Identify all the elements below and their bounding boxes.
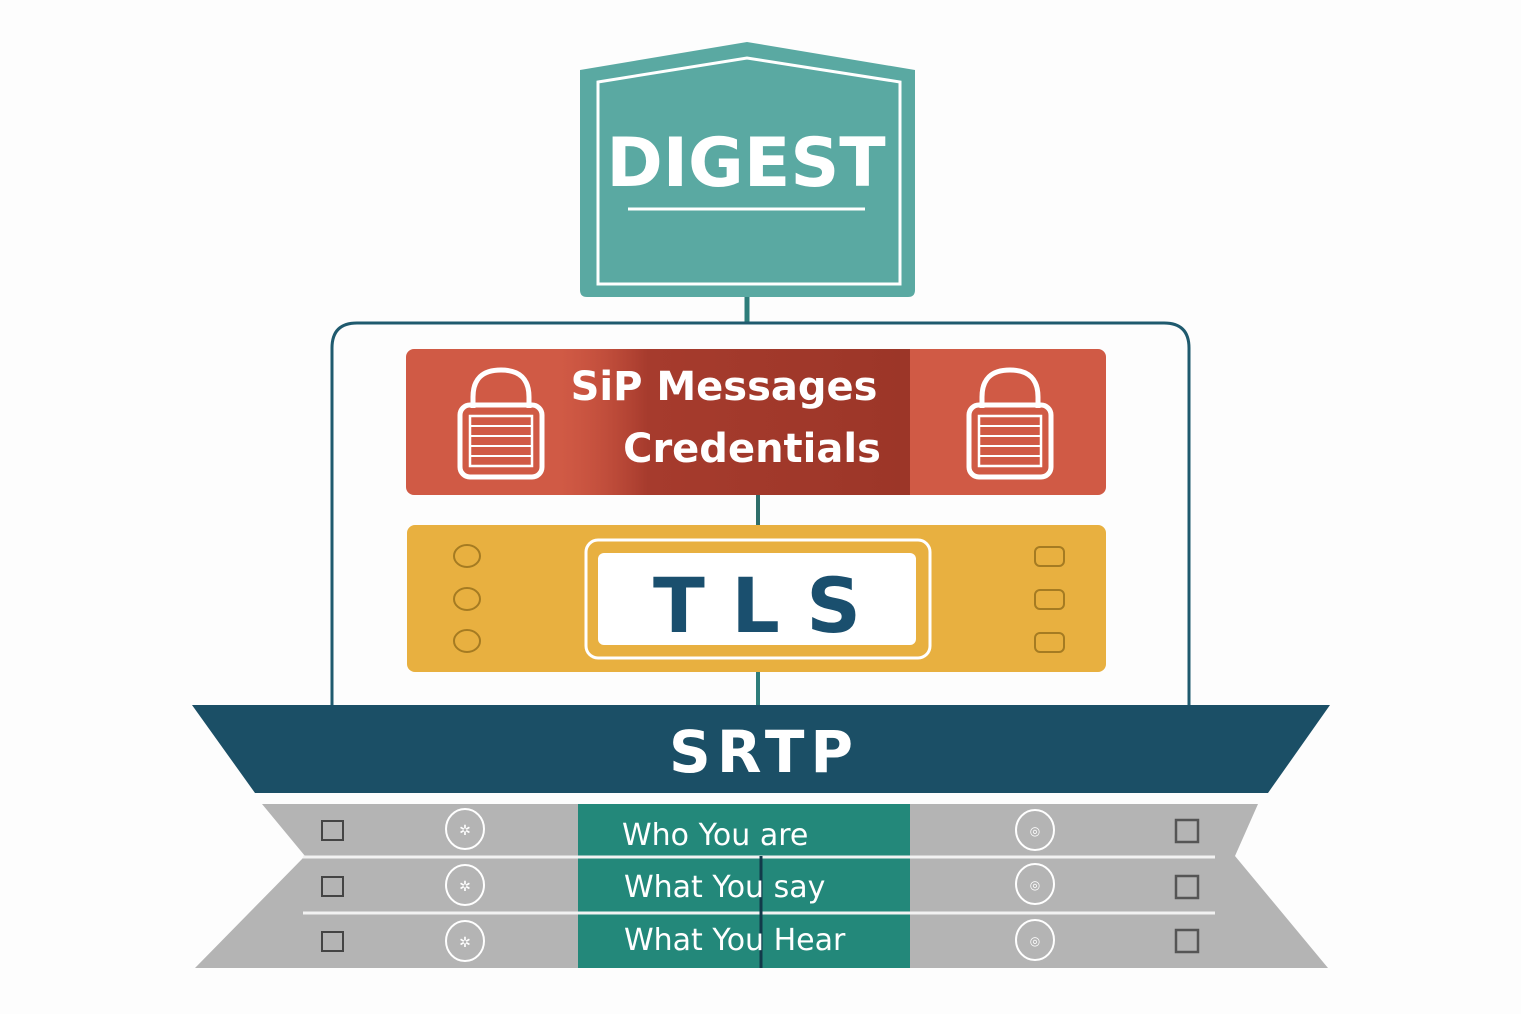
square-icon [1174, 818, 1200, 844]
row-who-you-are: ✲ Who You are ◎ [321, 808, 1200, 853]
sip-messages-bar: SiP Messages Credentials [406, 349, 1106, 495]
row-what-you-hear: ✲ What You Hear ◎ [321, 919, 1200, 962]
tls-bar: T L S [407, 525, 1106, 672]
circle-indicator-icons [453, 544, 481, 653]
square-icon [1174, 874, 1200, 900]
svg-text:◎: ◎ [1030, 878, 1040, 892]
badge-icon [445, 864, 485, 906]
square-icon [1174, 928, 1200, 954]
row-label: What You say [624, 870, 825, 905]
svg-text:✲: ✲ [459, 879, 471, 895]
square-icon [321, 931, 344, 952]
sip-line2: Credentials [623, 426, 881, 472]
svg-text:✲: ✲ [459, 823, 471, 839]
badge-icon [1015, 863, 1055, 905]
svg-text:◎: ◎ [1030, 824, 1040, 838]
digest-badge: DIGEST [580, 42, 915, 297]
badge-icon [1015, 809, 1055, 851]
square-indicator-icons [1034, 546, 1065, 653]
row-what-you-say: ✲ What You say ◎ [321, 863, 1200, 906]
badge-icon [445, 920, 485, 962]
badge-icon [1015, 919, 1055, 961]
svg-text:✲: ✲ [459, 935, 471, 951]
sip-line1: SiP Messages [571, 364, 878, 410]
square-icon [321, 820, 344, 841]
layer-container-outline [330, 321, 1191, 706]
row-label: What You Hear [624, 923, 846, 958]
square-icon [321, 876, 344, 897]
digest-label: DIGEST [606, 124, 886, 203]
tls-label: T L S [653, 561, 861, 650]
badge-icon [445, 808, 485, 850]
srtp-band: SRTP [192, 705, 1330, 793]
row-label: Who You are [622, 818, 808, 853]
svg-text:◎: ◎ [1030, 934, 1040, 948]
srtp-label: SRTP [669, 718, 859, 786]
protection-rows-ribbon: ✲ Who You are ◎ ✲ What You say ◎ ✲ What … [195, 804, 1328, 968]
padlock-icon [966, 367, 1054, 480]
padlock-icon [457, 367, 545, 480]
